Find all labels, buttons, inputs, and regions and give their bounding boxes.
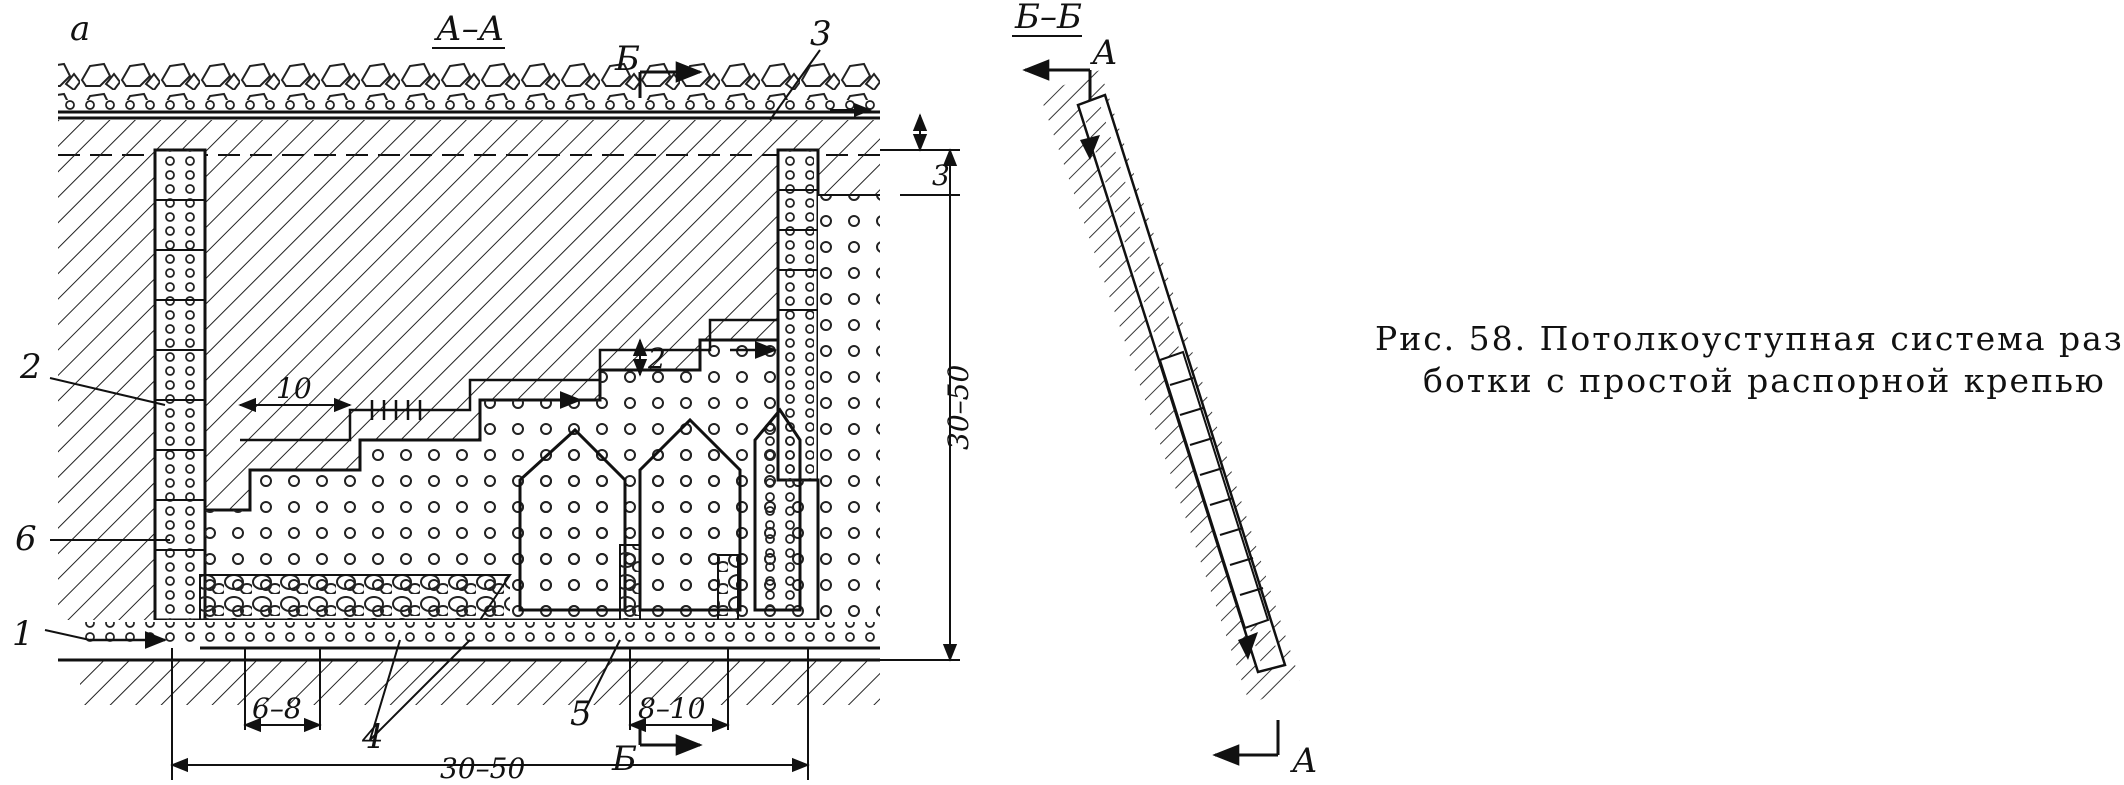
label-4: 4: [361, 717, 384, 757]
label-5: 5: [570, 694, 592, 734]
pillar-1: [518, 427, 627, 612]
dim-30-50-horizontal: 30–50: [440, 752, 525, 785]
pillar-3: [753, 407, 802, 612]
section-a-title: А–А: [434, 9, 505, 49]
floor-hatched: [80, 660, 880, 705]
section-mark-b-top: Б: [614, 39, 640, 79]
section-b-drawing: [1022, 59, 1300, 766]
dim-2: 2: [647, 342, 666, 375]
panel-label: а: [70, 9, 90, 49]
figure-canvas: а А–А Б Б 3 2 6 1 4 5 10 2 3 6–8 8–10 30…: [12, 0, 1318, 785]
section-mark-a-bottom: А: [1290, 741, 1318, 781]
dim-6-8: 6–8: [252, 692, 302, 725]
label-1: 1: [12, 614, 34, 654]
dim-30-50-vertical: 30–50: [942, 365, 975, 450]
section-b-title: Б–Б: [1014, 0, 1082, 37]
label-2: 2: [19, 347, 42, 387]
dim-8-10: 8–10: [638, 692, 705, 725]
surface-rubble: [58, 60, 880, 100]
section-mark-b-bottom: Б: [611, 739, 637, 779]
section-mark-a-top: А: [1090, 33, 1118, 73]
caption-line-1: Рис. 58. Потолкоуступная система раз: [1375, 319, 2124, 358]
section-a-drawing: [44, 49, 960, 780]
dim-3: 3: [932, 159, 950, 192]
figure-caption: Рис. 58. Потолкоуступная система раз бот…: [1375, 318, 2124, 402]
caption-line-2: ботки с простой распорной крепью: [1423, 361, 2106, 400]
label-3: 3: [810, 14, 832, 54]
broken-ore: [200, 575, 510, 620]
label-6: 6: [15, 519, 37, 559]
dim-10: 10: [276, 372, 312, 405]
surface-dots: [58, 96, 880, 112]
